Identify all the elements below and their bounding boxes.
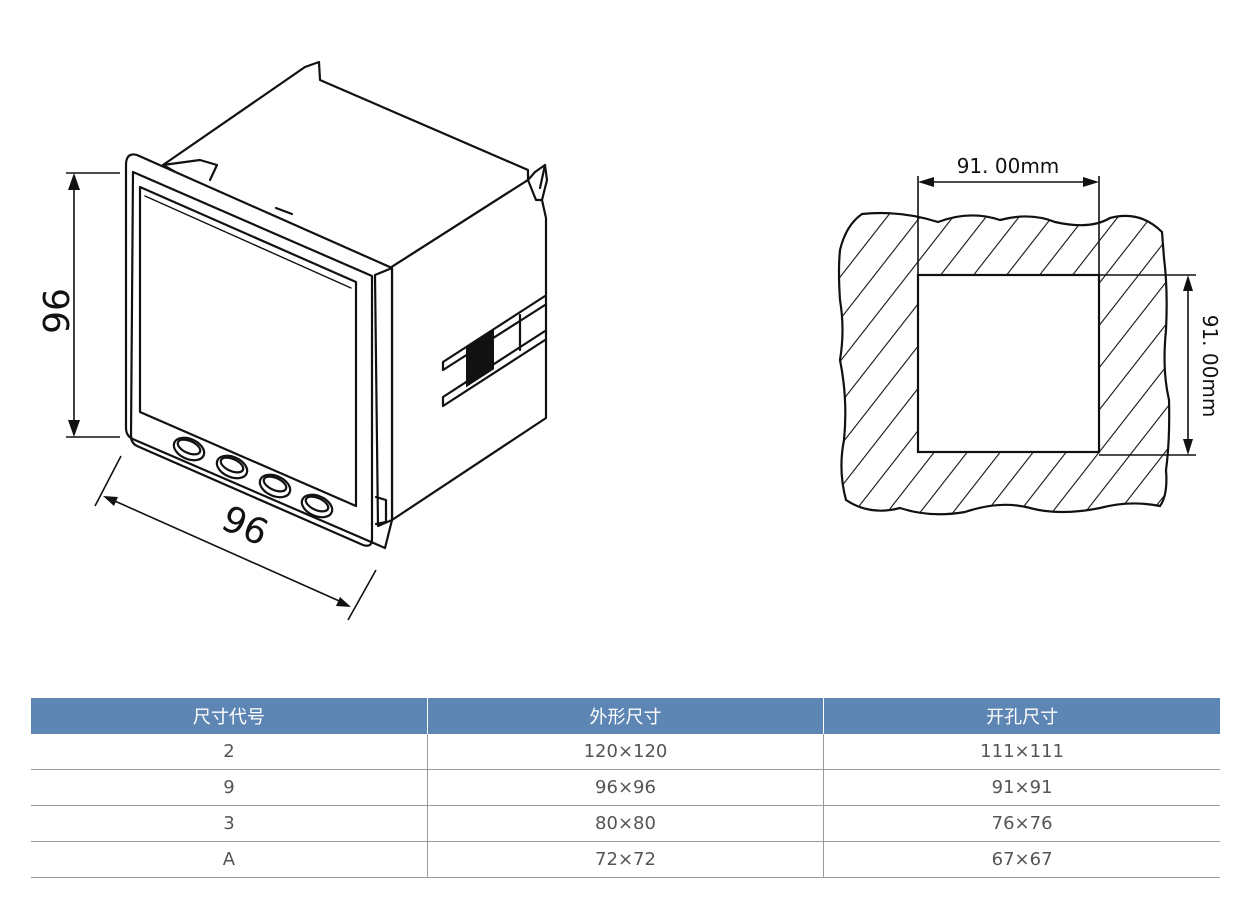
outline-size-cell: 120×120 xyxy=(426,734,824,770)
panel-cutout-hole xyxy=(916,273,1101,454)
cutout-size-cell: 67×67 xyxy=(823,841,1220,878)
size-code-cell: 3 xyxy=(31,805,428,842)
meter-buttons xyxy=(172,436,334,519)
size-spec-table: 尺寸代号 外形尺寸 开孔尺寸 2 120×120 111×111 9 96×96… xyxy=(31,698,1220,878)
outline-size-cell: 72×72 xyxy=(426,841,824,878)
width-label: 96 xyxy=(215,498,274,554)
panel-cutout-view xyxy=(837,211,1171,516)
size-code-cell: 2 xyxy=(31,734,428,770)
table-row: 9 96×96 91×91 xyxy=(31,769,1220,806)
table-row: 2 120×120 111×111 xyxy=(31,734,1220,770)
header-cutout-size: 开孔尺寸 xyxy=(823,698,1220,734)
cutout-height-dimension xyxy=(1099,274,1196,456)
cutout-size-cell: 76×76 xyxy=(823,805,1220,842)
cutout-height-label: 91. 00mm xyxy=(1198,315,1222,418)
height-label: 96 xyxy=(34,288,75,334)
cutout-size-cell: 111×111 xyxy=(823,734,1220,770)
cutout-width-dimension xyxy=(917,176,1100,452)
table-row: A 72×72 67×67 xyxy=(31,841,1220,878)
width-dimension xyxy=(94,455,377,621)
dimension-drawing: 96 96 91. 00mm 91. 00mm xyxy=(34,60,1222,621)
meter-isometric-view xyxy=(124,60,549,550)
header-size-code: 尺寸代号 xyxy=(31,698,428,734)
outline-size-cell: 96×96 xyxy=(426,769,824,806)
meter-side-slot xyxy=(466,329,494,388)
cutout-size-cell: 91×91 xyxy=(823,769,1220,806)
size-code-cell: 9 xyxy=(31,769,428,806)
height-dimension xyxy=(66,172,120,438)
table-header-row: 尺寸代号 外形尺寸 开孔尺寸 xyxy=(31,698,1220,734)
meter-side-face xyxy=(388,163,549,522)
meter-top-clip xyxy=(161,158,219,182)
header-outline-size: 外形尺寸 xyxy=(426,698,824,734)
size-code-cell: A xyxy=(31,841,428,878)
outline-size-cell: 80×80 xyxy=(426,805,824,842)
table-row: 3 80×80 76×76 xyxy=(31,805,1220,842)
cutout-width-label: 91. 00mm xyxy=(957,154,1060,178)
